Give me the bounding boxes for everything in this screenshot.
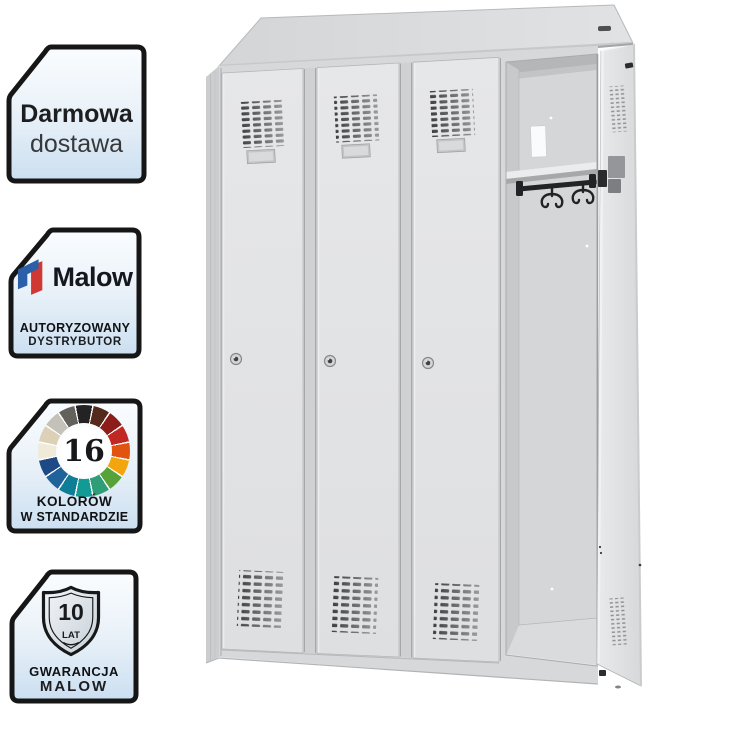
- open-door-vent-top: [607, 85, 628, 133]
- free-delivery-line1: Darmowa: [20, 100, 133, 128]
- door-1-lock: [229, 352, 243, 366]
- door-1: [221, 68, 304, 654]
- warranty-years: 10: [58, 599, 84, 625]
- badge-shape: [6, 44, 147, 184]
- color-count: 16: [56, 423, 112, 479]
- badge-free-delivery: Darmowa dostawa: [5, 43, 148, 185]
- distributor-line1: AUTORYZOWANY: [19, 321, 131, 335]
- warranty-line1: GWARANCJA: [29, 664, 119, 679]
- door-3-lock: [421, 356, 435, 370]
- hinge-top: [624, 62, 634, 69]
- door-lock-mechanism: [598, 156, 625, 193]
- door-1-vent-top: [238, 99, 285, 149]
- warranty-shield-icon: 10 LAT: [41, 585, 101, 657]
- door-2-lock: [323, 354, 337, 368]
- hinge-bottom: [599, 670, 606, 676]
- free-delivery-line2: dostawa: [29, 130, 124, 158]
- base-edge: [205, 657, 599, 685]
- door-1-label-holder: [246, 148, 276, 165]
- coat-hook: [540, 186, 564, 209]
- door-3: [412, 56, 500, 663]
- open-door: [596, 43, 642, 689]
- door-1-vent-bottom: [236, 570, 284, 628]
- badge-authorized-distributor: Malow AUTORYZOWANY DYSTRYBUTOR: [7, 226, 143, 360]
- sticker: [530, 125, 547, 158]
- door-2-label-holder: [341, 143, 371, 159]
- brand-name: Malow: [52, 261, 133, 292]
- compartment-left-wall: [506, 62, 519, 655]
- badge-colors-standard: 16 KOLORÓW W STANDARDZIE: [5, 397, 144, 535]
- open-door-vent-bottom: [607, 597, 628, 646]
- colors-line2: W STANDARDZIE: [20, 510, 129, 524]
- warranty-unit: LAT: [62, 630, 80, 641]
- malow-logo-icon: [18, 259, 43, 295]
- door-gaps: [220, 58, 501, 661]
- shelf: [506, 162, 597, 179]
- roof-front-edge: [218, 41, 634, 68]
- badge-warranty: 10 LAT GWARANCJA MALOW: [8, 568, 140, 705]
- roof-vent: [598, 25, 612, 32]
- badge-shape: [8, 227, 142, 359]
- distributor-line2: DYSTRYBUTOR: [28, 336, 122, 348]
- compartment-floor: [506, 618, 597, 666]
- malow-logo: Malow: [7, 256, 143, 298]
- compartment-ceiling: [506, 54, 597, 74]
- locker-left-side: [206, 66, 219, 663]
- door-2-vent-top: [333, 94, 380, 143]
- colors-line1: KOLORÓW: [36, 494, 113, 509]
- door-2: [316, 62, 400, 658]
- coat-hook: [571, 182, 595, 205]
- door-2-vent-bottom: [331, 576, 379, 634]
- door-3-vent-top: [429, 88, 476, 138]
- door-3-label-holder: [436, 137, 466, 154]
- warranty-line2: MALOW: [39, 678, 109, 695]
- door-3-vent-bottom: [432, 583, 480, 641]
- open-compartment: [506, 54, 597, 666]
- color-wheel: 16: [38, 405, 130, 497]
